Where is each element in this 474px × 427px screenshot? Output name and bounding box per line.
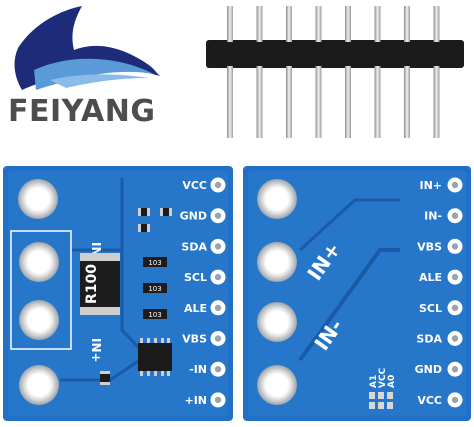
pin-hole [214, 273, 222, 281]
pin-label: SDA [181, 240, 207, 253]
pin-label: IN+ [419, 179, 442, 192]
header-pin [315, 6, 322, 42]
header-pin [433, 6, 440, 42]
mounting-hole [257, 179, 297, 219]
header-plastic-body [206, 40, 464, 68]
mounting-hole [19, 365, 59, 405]
header-pin [404, 66, 410, 138]
ina226-chip [138, 338, 172, 376]
pin-label: ALE [184, 302, 207, 315]
pin-label: ALE [419, 271, 442, 284]
pin-hole [214, 243, 222, 250]
logo-light-wave [50, 74, 148, 88]
pin-hole [214, 304, 222, 311]
shunt-resistor: R100 [80, 253, 120, 315]
header-pin [286, 6, 292, 42]
pin-label: VCC [417, 394, 442, 407]
brand-name: FEIYANG [8, 94, 156, 129]
pin-hole [214, 396, 222, 404]
front-pin-row: VCC GND SDA SCL ALE VBS -IN +IN [180, 177, 226, 408]
pin-label: IN- [424, 210, 442, 223]
smd-capacitor [160, 208, 172, 216]
pin-label: VBS [417, 240, 442, 253]
pin-hole [214, 212, 222, 219]
pin-hole [451, 243, 459, 250]
resistor-code: 103 [148, 311, 161, 319]
smd-capacitor [100, 371, 110, 385]
terminal-pad [257, 242, 297, 282]
header-pin [227, 6, 233, 42]
smd-capacitor [138, 224, 150, 232]
address-label-a1: A1 [369, 375, 379, 388]
header-pin [227, 66, 233, 138]
pin-label: VCC [182, 179, 207, 192]
terminal-pad [19, 300, 59, 340]
header-pin [345, 66, 351, 138]
address-label-a0: A0 [387, 375, 397, 388]
address-label-vcc: VCC [378, 367, 388, 388]
front-label-in-positive: IN+ [89, 338, 103, 363]
pin-label: SCL [419, 302, 442, 315]
smd-capacitor [138, 208, 150, 216]
pin-hole [214, 335, 222, 342]
pin-label: VBS [182, 333, 207, 346]
pin-label: GND [180, 210, 207, 223]
mounting-hole [257, 365, 297, 405]
header-pin [374, 66, 381, 138]
terminal-pad [257, 302, 297, 342]
header-pin [256, 66, 263, 138]
header-pin [433, 66, 440, 138]
header-pin [404, 6, 410, 42]
brand-logo [14, 6, 160, 90]
pin-hole [451, 181, 459, 189]
header-pin [286, 66, 292, 138]
mounting-hole [18, 179, 58, 219]
pin-label: SCL [184, 271, 207, 284]
header-pin [315, 66, 322, 138]
address-jumper-pads [369, 392, 393, 409]
pcb-back-trace [298, 198, 400, 252]
pin-hole [451, 396, 459, 404]
pin-hole [214, 366, 222, 373]
terminal-outline [10, 230, 72, 350]
terminal-pad [19, 242, 59, 282]
pin-label: -IN [189, 363, 207, 376]
back-pin-row: IN+ IN- VBS ALE SCL SDA GND VCC [415, 177, 463, 408]
header-pin [256, 6, 263, 42]
pin-hole [214, 181, 222, 189]
pin-hole [451, 366, 459, 373]
shunt-resistor-label: R100 [84, 264, 100, 304]
pcb-front: IN- IN+ R100 103 [3, 166, 233, 421]
pin-hole [451, 273, 459, 281]
pin-label: +IN [184, 394, 207, 407]
header-pin [374, 6, 381, 42]
smd-resistor: 103 [143, 257, 167, 267]
pin-hole [451, 212, 459, 219]
header-pin-strip [206, 6, 464, 138]
pcb-back-trace [298, 248, 400, 362]
pin-hole [451, 304, 459, 311]
pin-label: GND [415, 363, 442, 376]
pin-label: SDA [416, 333, 442, 346]
resistor-code: 103 [148, 285, 161, 293]
smd-resistor: 103 [143, 309, 167, 319]
smd-resistor: 103 [143, 283, 167, 293]
pin-hole [451, 335, 459, 342]
pcb-back: IN+ IN- A1 VCC A0 IN+ IN- VBS ALE SCL SDA GND V… [243, 166, 471, 421]
header-pin [345, 6, 351, 42]
logo-sky-wave [34, 58, 154, 90]
resistor-code: 103 [148, 259, 161, 267]
